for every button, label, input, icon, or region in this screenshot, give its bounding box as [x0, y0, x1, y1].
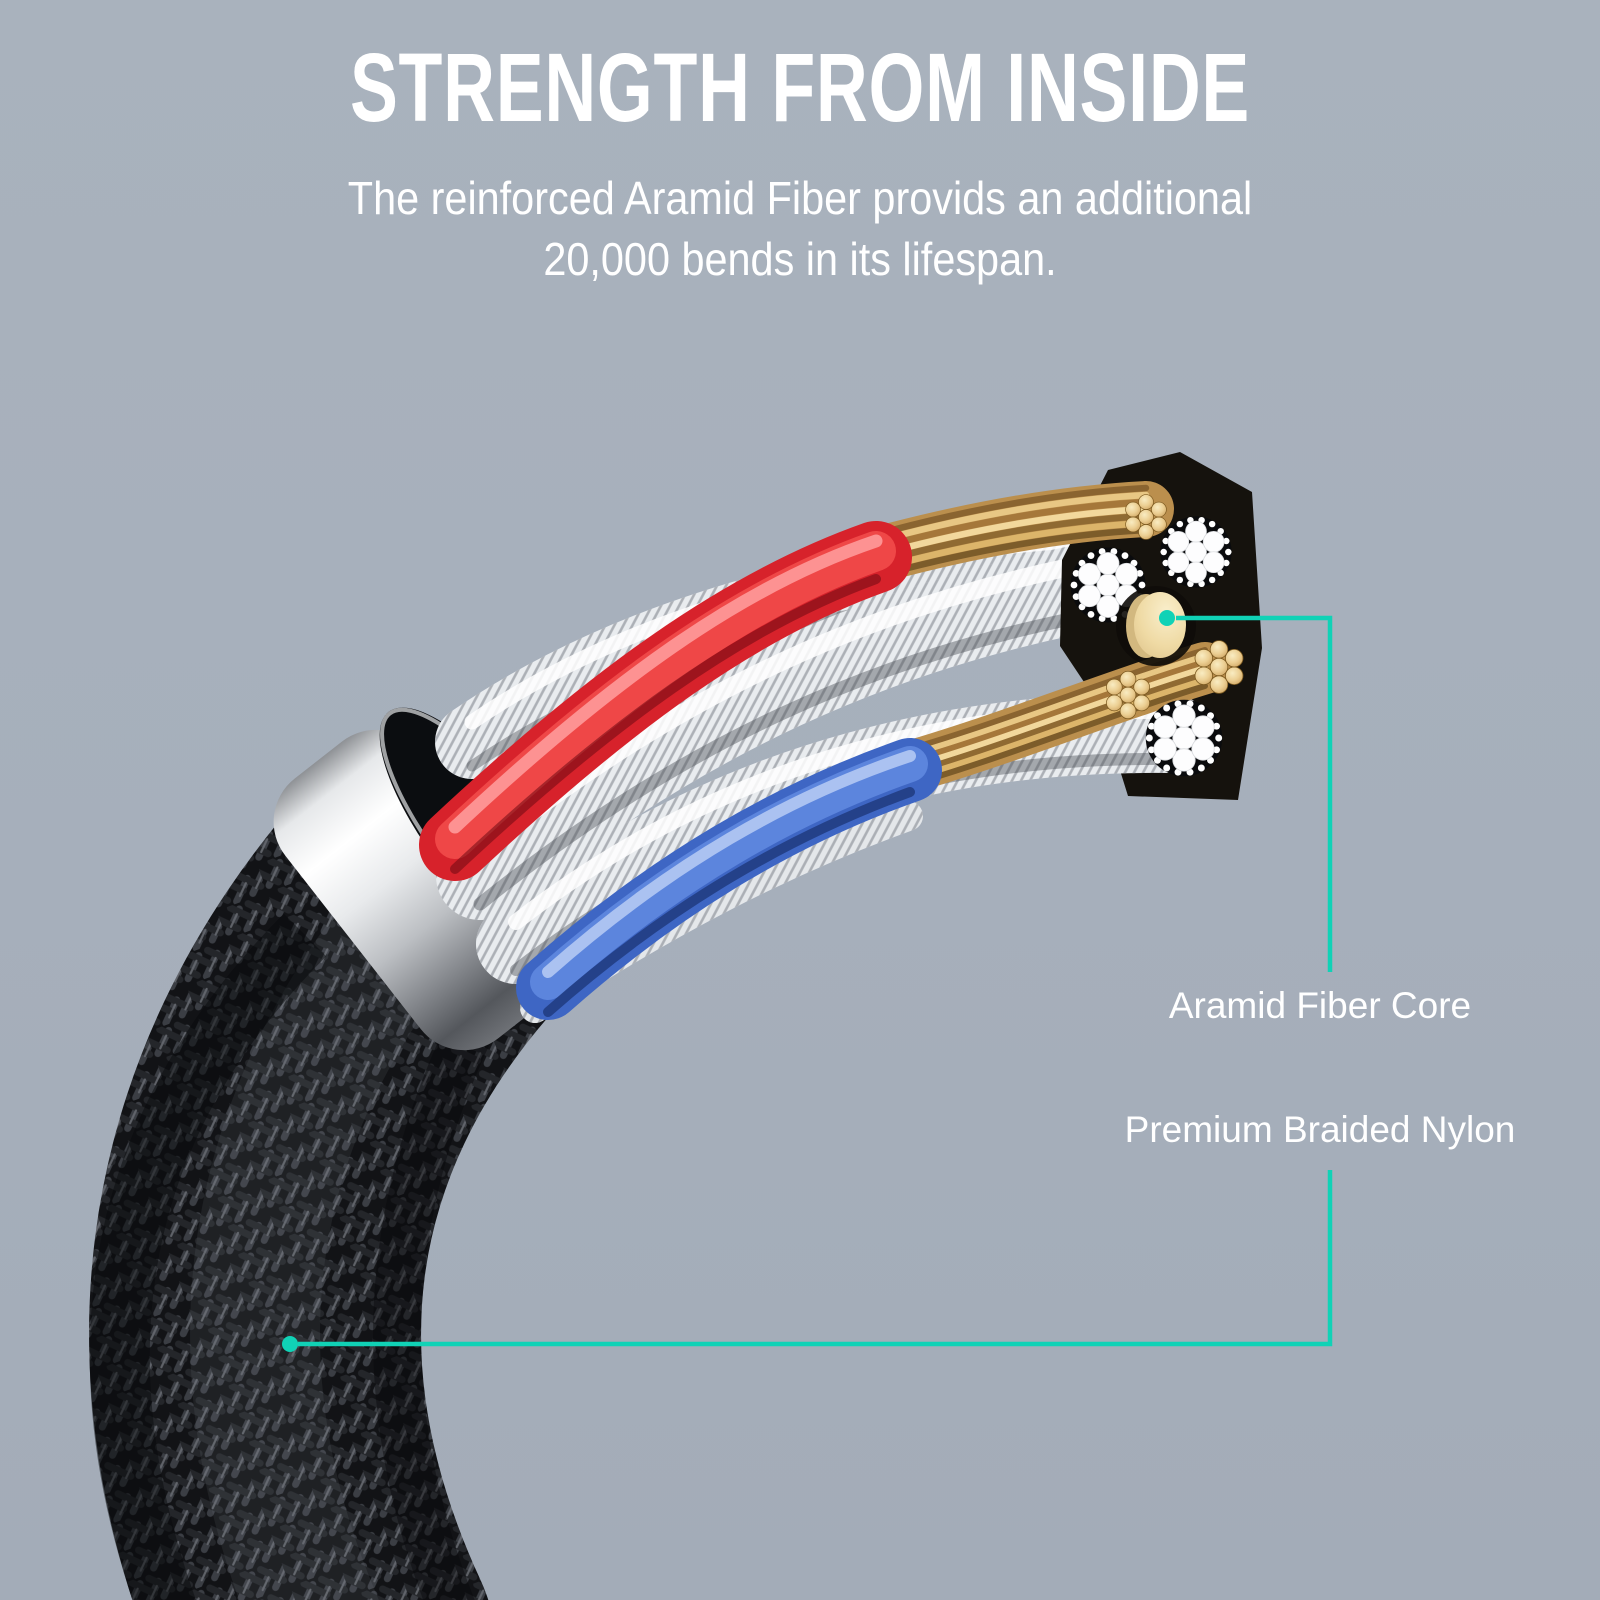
braid-body: [89, 734, 596, 1600]
page-title: STRENGTH FROM INSIDE: [349, 33, 1251, 142]
aramid-callout-line: [1176, 615, 1333, 972]
nylon-callout-line: [298, 1170, 1333, 1347]
core-face: [1134, 592, 1186, 658]
subtitle-line-2: 20,000 bends in its lifespan.: [543, 233, 1057, 285]
wire-rope-end-top-right: [1159, 515, 1233, 589]
subtitle-line-1: The reinforced Aramid Fiber provids an a…: [347, 172, 1253, 224]
subtitle: The reinforced Aramid Fiber provids an a…: [80, 168, 1520, 290]
red-wire: [419, 521, 912, 881]
wire-rope-end-bottom: [1145, 699, 1223, 777]
blue-wire: [516, 738, 942, 1020]
label-aramid-fiber-core: Aramid Fiber Core: [1168, 985, 1472, 1026]
nylon-callout-dot: [282, 1336, 298, 1352]
braid-sheen: [190, 856, 479, 1600]
shielded-wire-middle: [436, 540, 1150, 920]
braid-edge-shadow-left: [89, 913, 327, 1600]
aramid-fiber-core: [1116, 586, 1196, 666]
label-premium-braided-nylon: Premium Braided Nylon: [1124, 1109, 1516, 1150]
aramid-callout-dot: [1159, 610, 1175, 626]
